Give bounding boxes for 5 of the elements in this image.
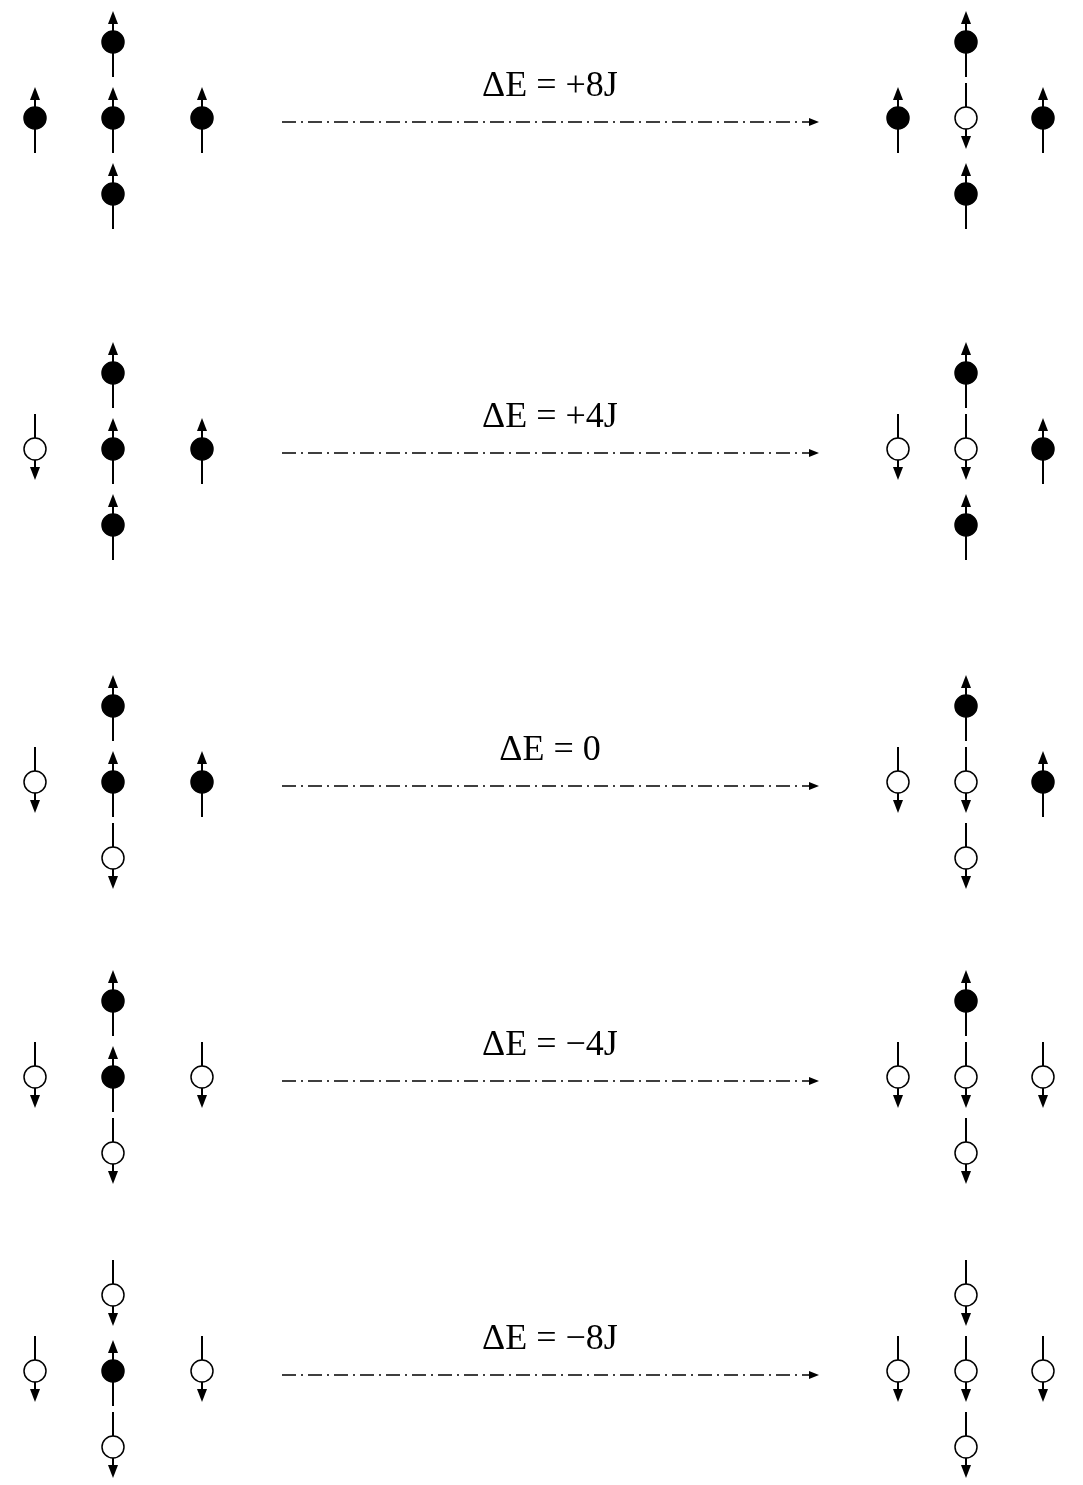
- arrow: [281, 449, 819, 457]
- arrow: [281, 1371, 819, 1379]
- arrow: [281, 118, 819, 126]
- arrow: [281, 1077, 819, 1085]
- arrow: [281, 782, 819, 790]
